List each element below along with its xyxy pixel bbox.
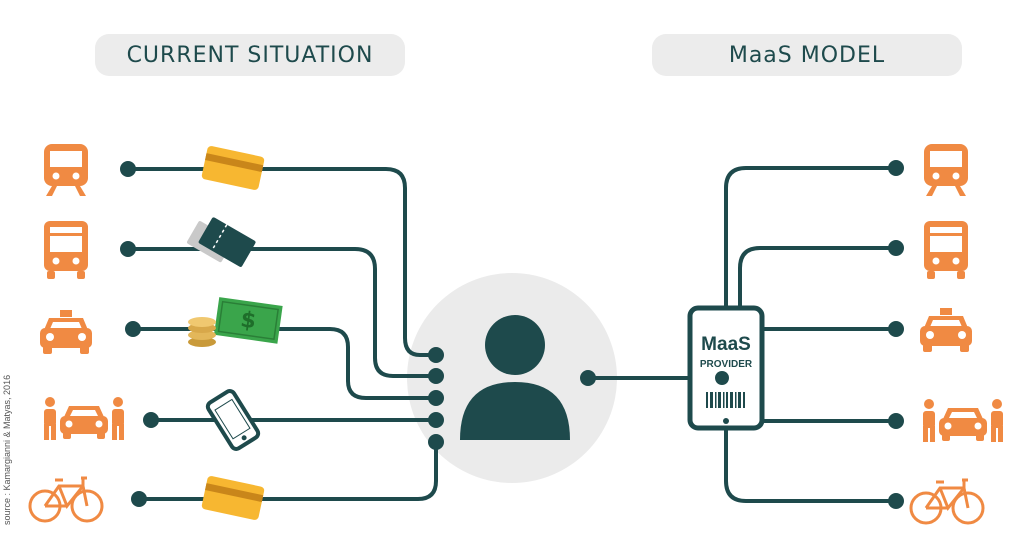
dot-carshare-right — [888, 413, 904, 429]
right-endpoint-dots — [888, 160, 904, 509]
train-icon — [924, 144, 968, 196]
carshare-icon — [44, 397, 124, 440]
carshare-icon — [923, 399, 1003, 442]
train-icon — [44, 144, 88, 196]
bus-icon — [924, 221, 968, 279]
card-icon — [201, 475, 265, 521]
dot-bus-right — [888, 240, 904, 256]
dot-bus-left — [120, 241, 136, 257]
dot-bicycle-right — [888, 493, 904, 509]
dot-taxi-right — [888, 321, 904, 337]
current-situation-title: CURRENT SITUATION — [95, 34, 405, 76]
barcode-icon — [706, 392, 745, 408]
maas-model-title-text: MaaS MODEL — [728, 42, 886, 68]
dot-carshare-left — [143, 412, 159, 428]
dot-train-right — [888, 160, 904, 176]
current-situation-title-text: CURRENT SITUATION — [126, 42, 374, 68]
left-connector-lines — [126, 167, 438, 501]
smartphone-icon — [205, 389, 261, 451]
user-icon — [460, 315, 570, 440]
dot-taxi-left — [125, 321, 141, 337]
left-endpoint-dots — [120, 161, 159, 507]
cash-icon: $ — [188, 297, 283, 347]
junction-dots — [428, 347, 444, 450]
user-to-provider-dot — [580, 370, 596, 386]
card-icon — [201, 145, 265, 191]
maas-provider-phone — [687, 305, 765, 431]
maas-model-title: MaaS MODEL — [652, 34, 962, 76]
bus-icon — [44, 221, 88, 279]
dot-bicycle-left — [131, 491, 147, 507]
phone-label-maas: MaaS — [701, 334, 751, 355]
bicycle-icon — [909, 478, 985, 525]
taxi-icon — [920, 308, 972, 352]
right-connector-lines — [586, 166, 898, 503]
taxi-icon — [40, 310, 92, 354]
tickets-icon — [187, 217, 256, 267]
svg-text:$: $ — [239, 307, 258, 334]
phone-label-provider: PROVIDER — [700, 359, 753, 370]
dot-train-left — [120, 161, 136, 177]
bicycle-icon — [28, 476, 104, 523]
